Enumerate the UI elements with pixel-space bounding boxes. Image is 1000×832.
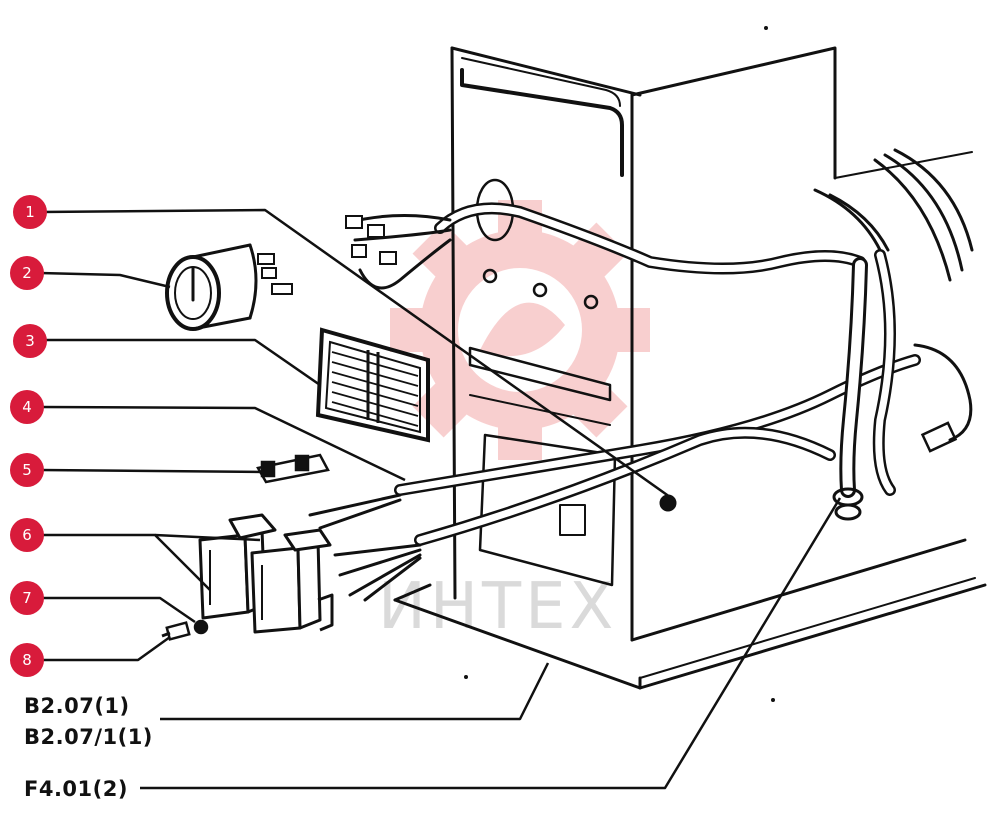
reference-codes: B2.07(1) B2.07/1(1) F4.01(2) xyxy=(24,694,153,801)
leader-lines xyxy=(39,208,842,790)
washer-screw-part xyxy=(161,619,209,641)
machine-cabinet xyxy=(393,46,987,690)
leader-line-5 xyxy=(39,468,266,474)
callout-7: 7 xyxy=(10,581,44,615)
callout-1: 1 xyxy=(13,195,47,229)
callout-number: 3 xyxy=(25,332,35,350)
callouts: 1 2 3 4 5 6 7 8 xyxy=(10,195,47,677)
callout-2: 2 xyxy=(10,256,44,290)
wiring-harness xyxy=(308,148,974,602)
watermark: ИНТЕХ xyxy=(378,200,650,644)
callout-3: 3 xyxy=(13,324,47,358)
callout-number: 7 xyxy=(22,589,32,607)
callout-number: 1 xyxy=(25,203,35,221)
leader-line-8 xyxy=(40,635,171,662)
leader-line-6b xyxy=(154,533,261,542)
callout-number: 4 xyxy=(22,398,32,416)
callout-8: 8 xyxy=(10,643,44,677)
callout-number: 8 xyxy=(22,651,32,669)
callout-4: 4 xyxy=(10,390,44,424)
vent-grille-part xyxy=(315,327,430,443)
callout-number: 6 xyxy=(22,526,32,544)
leader-line-3 xyxy=(40,338,321,387)
reference-code-f4-01: F4.01(2) xyxy=(24,777,128,801)
reference-code-b2-07-1: B2.07/1(1) xyxy=(24,725,153,749)
fuse-part xyxy=(256,453,330,484)
leader-line-6 xyxy=(40,533,211,591)
leader-line-1 xyxy=(39,208,671,499)
gauge-part xyxy=(165,243,293,331)
callout-5: 5 xyxy=(10,453,44,487)
leader-line-b207 xyxy=(160,662,550,721)
speck-marks xyxy=(464,26,775,702)
leader-line-7 xyxy=(40,596,196,624)
callout-number: 2 xyxy=(22,264,32,282)
reference-code-b2-07: B2.07(1) xyxy=(24,694,130,718)
leader-line-4 xyxy=(39,405,406,482)
callout-number: 5 xyxy=(22,461,32,479)
callout-6: 6 xyxy=(10,518,44,552)
leader-line-2 xyxy=(39,271,171,289)
relay-block-part xyxy=(198,513,334,634)
leader-line-f401 xyxy=(140,497,842,790)
